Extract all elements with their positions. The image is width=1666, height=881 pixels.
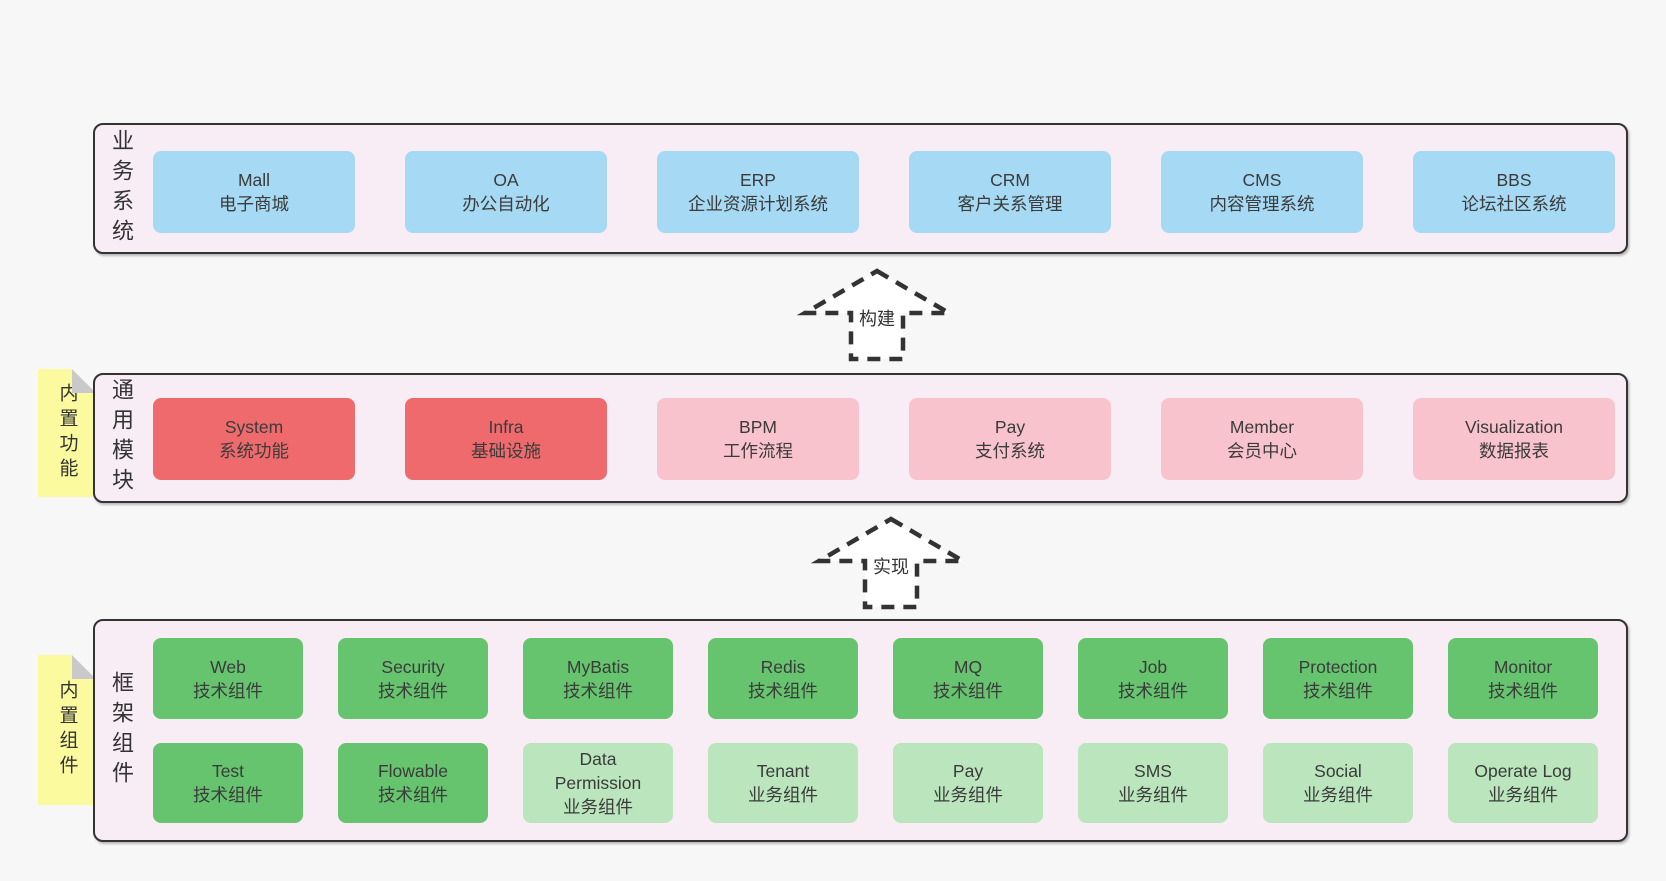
box-subtitle: 技术组件 <box>1488 680 1558 701</box>
box-mall: Mall 电子商城 <box>153 151 355 233</box>
box-title: Operate Log <box>1474 761 1572 781</box>
box-subtitle: 技术组件 <box>378 680 448 701</box>
box-subtitle: 基础设施 <box>471 441 541 461</box>
box-social: Social 业务组件 <box>1263 743 1413 823</box>
box-visualization: Visualization 数据报表 <box>1413 398 1615 480</box>
box-title: Job <box>1138 656 1168 677</box>
builtin-components-note: 内置组件 <box>38 655 96 805</box>
box-mq: MQ 技术组件 <box>893 638 1043 719</box>
box-flowable: Flowable 技术组件 <box>338 743 488 823</box>
box-subtitle: 电子商城 <box>219 194 289 214</box>
box-monitor: Monitor 技术组件 <box>1448 638 1598 719</box>
build-arrow: 构建 <box>796 267 958 363</box>
box-title: Flowable <box>377 761 449 781</box>
box-title: Infra <box>488 417 524 437</box>
box-title: MyBatis <box>566 656 630 677</box>
box-operate-log: Operate Log 业务组件 <box>1448 743 1598 823</box>
box-tenant: Tenant 业务组件 <box>708 743 858 823</box>
box-title: Member <box>1229 417 1295 437</box>
box-subtitle: 技术组件 <box>193 785 263 805</box>
box-subtitle: 企业资源计划系统 <box>688 194 828 214</box>
box-subtitle: 系统功能 <box>219 441 289 461</box>
builtin-features-note: 内置功能 <box>38 369 96 497</box>
arrow-label: 构建 <box>856 305 898 331</box>
box-title: System <box>224 417 284 437</box>
box-title: OA <box>493 170 519 190</box>
box-erp: ERP 企业资源计划系统 <box>657 151 859 233</box>
box-subtitle: 支付系统 <box>975 441 1045 461</box>
implement-arrow: 实现 <box>810 515 972 611</box>
box-subtitle: 数据报表 <box>1479 441 1549 461</box>
arrow-label: 实现 <box>870 553 912 579</box>
box-subtitle: 业务组件 <box>1303 785 1373 805</box>
box-title: Protection <box>1298 656 1378 677</box>
box-subtitle: 技术组件 <box>563 680 633 701</box>
box-title: ERP <box>740 170 776 190</box>
box-pay-business: Pay 业务组件 <box>893 743 1043 823</box>
box-bpm: BPM 工作流程 <box>657 398 859 480</box>
box-system: System 系统功能 <box>153 398 355 480</box>
common-modules-panel: 通用模块 System 系统功能 Infra 基础设施 BPM 工作流程 Pay… <box>93 373 1628 503</box>
business-systems-label: 业务系统 <box>109 128 134 249</box>
note-label: 内置功能 <box>56 383 78 483</box>
box-title: Mall <box>237 170 271 190</box>
box-redis: Redis 技术组件 <box>708 638 858 719</box>
common-modules-label: 通用模块 <box>109 378 134 498</box>
box-title: Tenant <box>756 761 810 781</box>
box-title: Pay <box>952 761 984 781</box>
box-pay: Pay 支付系统 <box>909 398 1111 480</box>
box-security: Security 技术组件 <box>338 638 488 719</box>
box-crm: CRM 客户关系管理 <box>909 151 1111 233</box>
framework-components-label: 框架组件 <box>109 670 134 791</box>
box-title: MQ <box>953 656 983 677</box>
box-subtitle: 业务组件 <box>933 785 1003 805</box>
box-subtitle: 业务组件 <box>1488 785 1558 805</box>
business-systems-panel: 业务系统 Mall 电子商城 OA 办公自动化 ERP 企业资源计划系统 CRM… <box>93 123 1628 254</box>
box-title: Monitor <box>1493 656 1553 677</box>
box-cms: CMS 内容管理系统 <box>1161 151 1363 233</box>
box-title: BBS <box>1496 170 1532 190</box>
box-subtitle: 业务组件 <box>563 797 633 817</box>
note-label: 内置组件 <box>56 680 78 780</box>
box-title: SMS <box>1134 761 1172 781</box>
box-subtitle: 技术组件 <box>1118 680 1188 701</box>
box-sms: SMS 业务组件 <box>1078 743 1228 823</box>
box-title: CRM <box>990 170 1030 190</box>
box-subtitle: 业务组件 <box>748 785 818 805</box>
framework-components-panel: 框架组件 Web 技术组件 Security 技术组件 MyBatis 技术组件… <box>93 619 1628 842</box>
box-title: BPM <box>739 417 777 437</box>
box-title: Data Permission <box>554 749 642 793</box>
box-web: Web 技术组件 <box>153 638 303 719</box>
box-title: Visualization <box>1465 417 1563 437</box>
box-subtitle: 技术组件 <box>378 785 448 805</box>
box-subtitle: 办公自动化 <box>462 194 550 214</box>
box-subtitle: 技术组件 <box>933 680 1003 701</box>
box-subtitle: 会员中心 <box>1227 441 1297 461</box>
box-title: CMS <box>1242 170 1282 190</box>
box-subtitle: 论坛社区系统 <box>1461 194 1567 214</box>
box-title: Pay <box>994 417 1026 437</box>
box-mybatis: MyBatis 技术组件 <box>523 638 673 719</box>
box-title: Security <box>381 656 445 677</box>
box-subtitle: 技术组件 <box>193 680 263 701</box>
box-title: Test <box>211 761 245 781</box>
box-member: Member 会员中心 <box>1161 398 1363 480</box>
box-subtitle: 技术组件 <box>1303 680 1373 701</box>
box-title: Web <box>210 656 246 677</box>
box-subtitle: 内容管理系统 <box>1209 194 1315 214</box>
box-bbs: BBS 论坛社区系统 <box>1413 151 1615 233</box>
box-subtitle: 技术组件 <box>748 680 818 701</box>
box-test: Test 技术组件 <box>153 743 303 823</box>
box-title: Social <box>1314 761 1362 781</box>
box-subtitle: 工作流程 <box>723 441 793 461</box>
box-data-permission: Data Permission 业务组件 <box>523 743 673 823</box>
box-infra: Infra 基础设施 <box>405 398 607 480</box>
box-protection: Protection 技术组件 <box>1263 638 1413 719</box>
box-job: Job 技术组件 <box>1078 638 1228 719</box>
box-title: Redis <box>760 656 806 677</box>
box-subtitle: 客户关系管理 <box>957 194 1063 214</box>
box-oa: OA 办公自动化 <box>405 151 607 233</box>
box-subtitle: 业务组件 <box>1118 785 1188 805</box>
